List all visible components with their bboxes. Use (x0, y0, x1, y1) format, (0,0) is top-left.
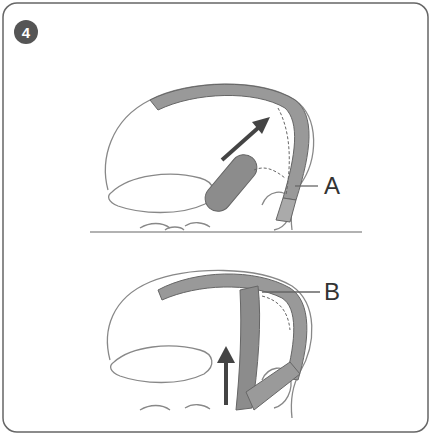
part-letter: B (324, 280, 340, 304)
divider-line (90, 231, 362, 232)
leader-b (262, 291, 320, 292)
part-letter: A (324, 174, 340, 198)
callout-number: 4 (22, 25, 30, 40)
leader-a (295, 185, 318, 186)
panel-border (3, 3, 428, 432)
headgear-bottom (158, 274, 307, 410)
arrow-bottom (217, 346, 235, 405)
head-top (105, 84, 313, 230)
headgear-top (150, 84, 309, 222)
arrow-top (222, 117, 270, 160)
step-badge (14, 20, 38, 44)
